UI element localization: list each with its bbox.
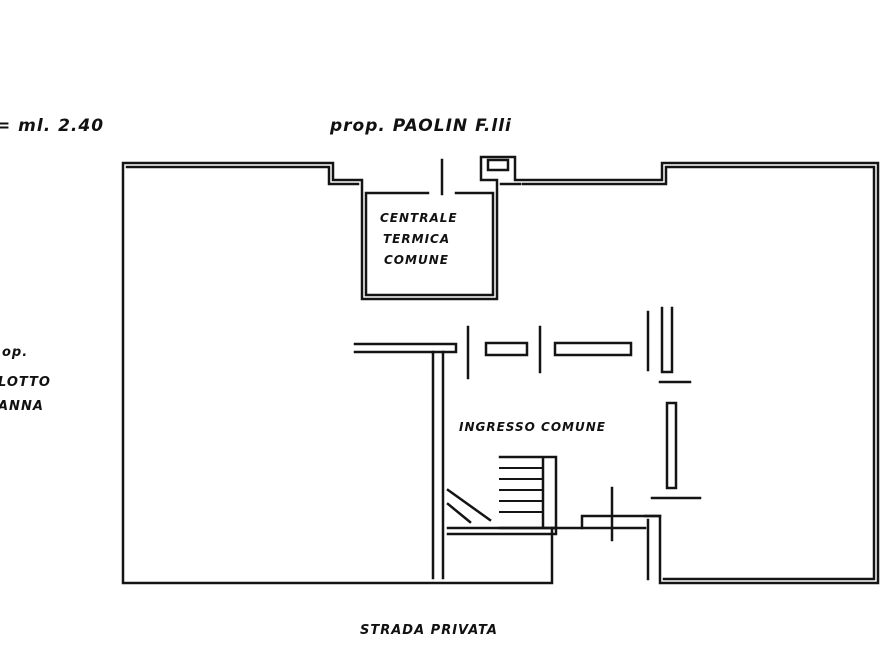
- neighbor-left-label-line2: LOTTO: [0, 375, 51, 390]
- outer-wall-outer-line: [121, 155, 880, 585]
- boiler-room-label-line2: TERMICA: [383, 232, 451, 246]
- entrance-left-wall: [431, 350, 445, 580]
- upper-partition-wall: [353, 342, 458, 354]
- boiler-room-wall: [364, 191, 495, 297]
- neighbor-top-label: prop. PAOLIN F.lli: [330, 116, 512, 136]
- neighbor-left-label-line3: ANNA: [0, 399, 44, 414]
- stair-steps: [499, 467, 544, 513]
- door-jamb-left-bottom: [643, 514, 662, 581]
- right-partition: [665, 401, 678, 490]
- street-label: STRADA PRIVATA: [360, 623, 498, 638]
- common-entrance-label: INGRESSO COMUNE: [459, 420, 606, 434]
- window-1: [484, 341, 529, 357]
- boiler-room-label-line1: CENTRALE: [380, 211, 458, 225]
- boiler-room-label-line3: COMUNE: [384, 253, 449, 267]
- chimney-block: [486, 158, 510, 172]
- stair-landing-wall: [446, 488, 558, 536]
- height-note-label: = ml. 2.40: [0, 116, 105, 136]
- window-2: [553, 341, 633, 357]
- door-jamb-right: [660, 306, 674, 374]
- outer-wall-inner-line: [125, 165, 876, 581]
- neighbor-left-label-line1: op.: [2, 345, 29, 360]
